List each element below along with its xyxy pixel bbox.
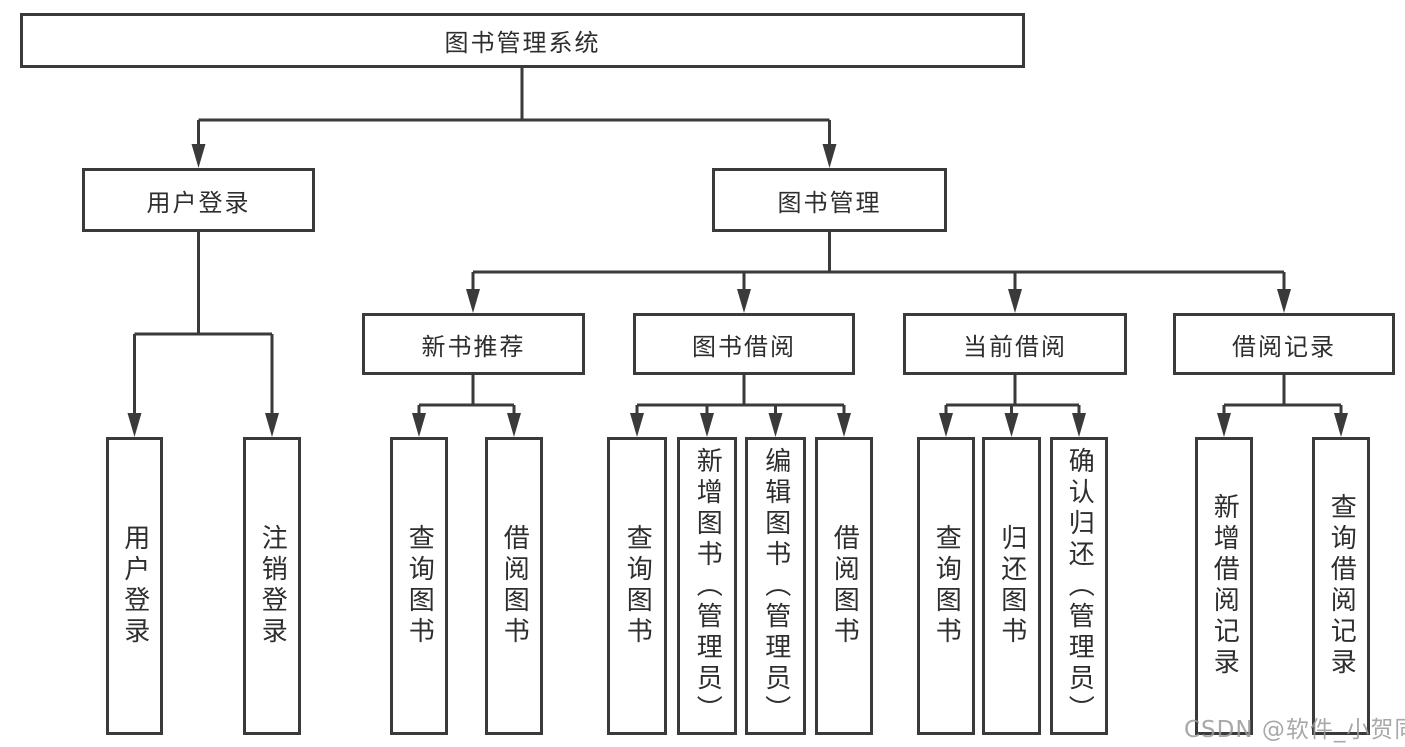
node-user-login: 用户登录 [82,168,315,232]
node-root: 图书管理系统 [20,13,1025,68]
leaf-current-return: 归还图书 [982,437,1041,735]
leaf-user-login: 用户登录 [106,437,163,735]
leaf-label: 借阅图书 [829,524,860,648]
leaf-label: 确认归还（管理员） [1064,446,1095,726]
leaf-logout: 注销登录 [243,437,301,735]
node-book-borrow: 图书借阅 [633,313,855,375]
leaf-newbooks-borrow: 借阅图书 [485,437,543,735]
leaf-label: 新增借阅记录 [1209,493,1240,679]
leaf-label: 查询图书 [931,524,962,648]
node-current-borrow: 当前借阅 [903,313,1127,375]
leaf-label: 归还图书 [996,524,1027,648]
leaf-records-query: 查询借阅记录 [1312,437,1370,735]
leaf-borrow-edit-admin: 编辑图书（管理员） [745,437,806,735]
leaf-borrow-add-admin: 新增图书（管理员） [677,437,737,735]
leaf-label: 查询图书 [404,524,435,648]
leaf-label: 编辑图书（管理员） [760,446,791,726]
leaf-label: 新增图书（管理员） [692,446,723,726]
node-book-management: 图书管理 [712,168,947,232]
leaf-label: 用户登录 [119,524,150,648]
leaf-borrow-query: 查询图书 [607,437,667,735]
leaf-borrow-book: 借阅图书 [815,437,873,735]
leaf-current-confirm-admin: 确认归还（管理员） [1050,437,1108,735]
leaf-label: 注销登录 [257,524,288,648]
leaf-label: 借阅图书 [499,524,530,648]
leaf-records-add: 新增借阅记录 [1195,437,1253,735]
node-borrow-records: 借阅记录 [1173,313,1395,375]
node-new-book-recommend: 新书推荐 [362,313,585,375]
leaf-current-query: 查询图书 [917,437,975,735]
leaf-label: 查询图书 [622,524,653,648]
arrowhead-icons [127,144,1348,437]
leaf-newbooks-query: 查询图书 [390,437,448,735]
watermark: CSDN @软件_小贺同学 [1184,717,1405,743]
leaf-label: 查询借阅记录 [1326,493,1357,679]
